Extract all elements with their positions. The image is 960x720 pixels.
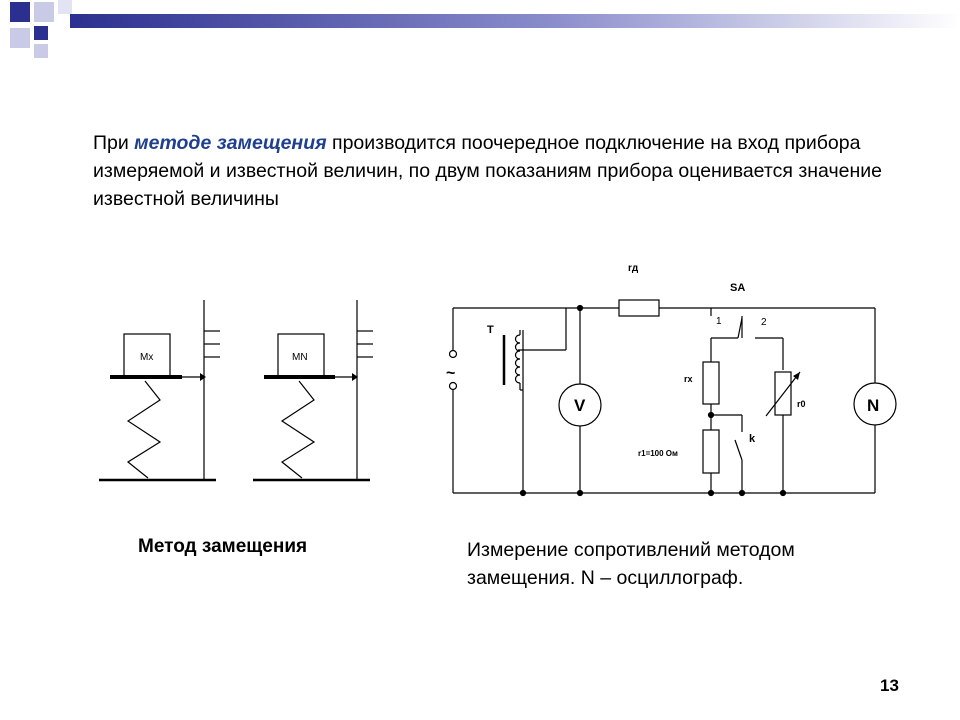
mass-label-right: MN bbox=[292, 352, 308, 363]
caption-right: Измерение сопротивлений методом замещени… bbox=[467, 539, 795, 589]
pos1-label: 1 bbox=[716, 316, 722, 327]
resistor-rx bbox=[702, 361, 720, 405]
circuit bbox=[448, 299, 897, 497]
scale-left bbox=[99, 300, 220, 482]
ac-symbol: ~ bbox=[446, 365, 455, 382]
deco-square bbox=[34, 44, 48, 58]
rx-label: rx bbox=[684, 374, 693, 384]
pos2-label: 2 bbox=[761, 317, 767, 328]
n-label: N bbox=[867, 396, 879, 415]
page-number: 13 bbox=[880, 676, 899, 695]
header-decoration bbox=[10, 0, 960, 58]
junction bbox=[576, 304, 584, 312]
deco-square bbox=[34, 26, 48, 40]
junction bbox=[576, 489, 584, 497]
spring-left bbox=[126, 380, 162, 479]
sa-label: SA bbox=[730, 282, 745, 294]
intro-prefix: При bbox=[93, 132, 135, 154]
resistor-rd bbox=[618, 299, 660, 317]
caption-left: Метод замещения bbox=[138, 536, 308, 557]
junction bbox=[779, 489, 787, 497]
spring-right bbox=[280, 380, 316, 479]
terminal bbox=[448, 381, 458, 391]
deco-square bbox=[58, 0, 72, 14]
deco-square bbox=[10, 28, 30, 48]
t-label: T bbox=[487, 324, 494, 336]
intro-emphasis: методе замещения bbox=[134, 132, 327, 154]
oscilloscope-symbol bbox=[853, 382, 897, 426]
terminal bbox=[448, 349, 458, 359]
junction bbox=[707, 489, 715, 497]
rd-label: rд bbox=[628, 263, 639, 274]
r0-label: r0 bbox=[797, 399, 806, 409]
scale-right bbox=[253, 300, 373, 482]
resistor-r1 bbox=[702, 429, 720, 474]
mass-label-left: Mx bbox=[140, 352, 153, 363]
junction bbox=[519, 489, 527, 497]
deco-square bbox=[34, 2, 54, 22]
header-gradient-bar bbox=[70, 14, 960, 28]
intro-suffix: производится поочередное подключение на … bbox=[93, 132, 882, 210]
junction bbox=[738, 489, 746, 497]
voltmeter-label: V bbox=[574, 396, 586, 415]
k-label: k bbox=[749, 433, 756, 445]
deco-square bbox=[10, 2, 30, 22]
transformer bbox=[502, 330, 566, 493]
r1-label: r1=100 Ом bbox=[638, 449, 678, 458]
intro-paragraph: При методе замещения производится поочер… bbox=[93, 129, 893, 213]
